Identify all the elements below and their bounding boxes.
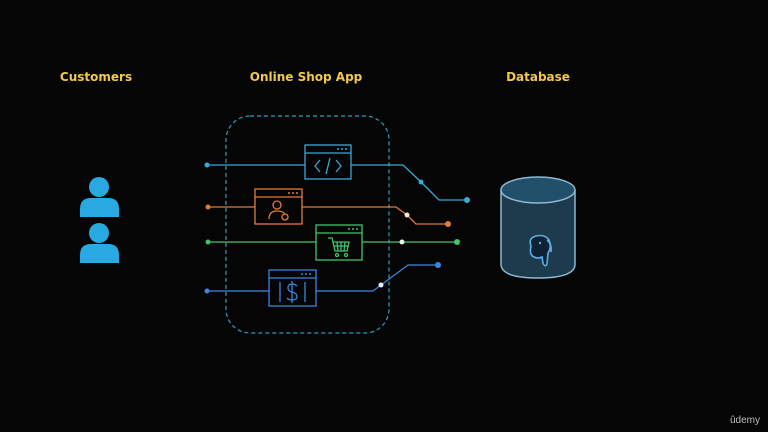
database-cylinder-icon: [500, 176, 576, 279]
postgresql-elephant-icon: [529, 234, 552, 267]
user-connection-line-out: [302, 206, 448, 225]
shopping-cart-window-icon: [315, 224, 363, 261]
connection-dots: [204, 162, 470, 294]
customers-heading: Customers: [59, 70, 133, 84]
payment-connection-line-out: [316, 264, 438, 292]
online-shop-app-heading: Online Shop App: [249, 70, 363, 84]
customer-2-icon: [80, 223, 119, 263]
udemy-watermark: ûdemy: [729, 415, 760, 426]
database-heading: Database: [506, 70, 570, 84]
dollar-window-icon: [268, 269, 317, 307]
customer-1-icon: [80, 177, 119, 217]
code-window-icon: [304, 144, 352, 180]
user-profile-window-icon: [254, 188, 303, 225]
code-connection-line-out: [351, 164, 467, 201]
app-container-boundary: [225, 115, 390, 334]
